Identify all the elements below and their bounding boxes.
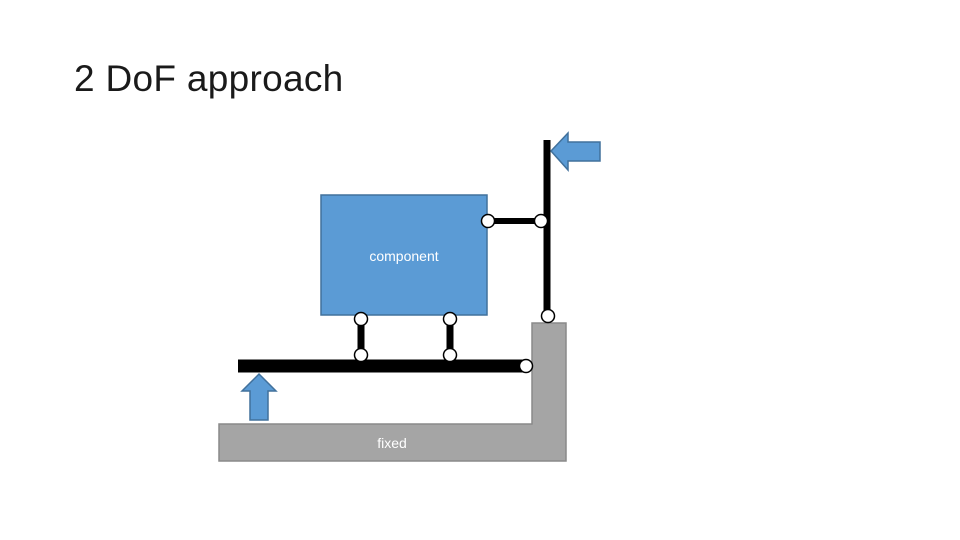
component-box xyxy=(320,194,488,316)
joint-lever-top xyxy=(533,213,549,229)
slide-title: 2 DoF approach xyxy=(74,58,344,99)
arrow-up-icon xyxy=(240,372,278,421)
joint-strut-left-top xyxy=(353,311,369,327)
joint-strut-left-bottom xyxy=(353,347,369,363)
component-label: component xyxy=(369,248,438,264)
joint-strut-right-bottom xyxy=(442,347,458,363)
joint-component-top-right xyxy=(480,213,496,229)
joint-strut-right-top xyxy=(442,311,458,327)
joint-lever-bottom xyxy=(540,308,556,324)
joint-beam-end xyxy=(518,358,534,374)
joints-group xyxy=(353,213,556,374)
arrow-left-icon xyxy=(549,131,601,172)
fixed-label: fixed xyxy=(377,435,407,451)
fixed-ground-shape xyxy=(218,322,567,462)
